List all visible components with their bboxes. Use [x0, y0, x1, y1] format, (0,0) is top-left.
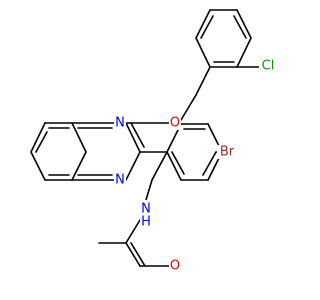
bond-line	[130, 122, 145, 148]
bond-line	[202, 151, 217, 176]
atom-cl-label: Cl	[262, 59, 275, 74]
atom-br: Br	[217, 145, 237, 160]
bond-line	[180, 94, 197, 121]
bond-line	[233, 15, 247, 39]
bond-line	[71, 151, 87, 181]
atom-o-ether-label: O	[170, 116, 180, 131]
bond-line	[125, 151, 141, 181]
atom-o-carbonyl: O	[169, 259, 181, 274]
bond-line	[145, 179, 153, 201]
bond-line	[125, 242, 141, 267]
atom-o-carbonyl-label: O	[170, 259, 180, 274]
bond-line	[125, 219, 141, 244]
bond-line	[151, 151, 168, 181]
bond-line	[30, 151, 46, 181]
atom-nh: N H	[140, 200, 152, 230]
molecule-structure-diagram: N N O Cl Br N H O	[30, 9, 277, 274]
bond-line	[125, 122, 141, 153]
bond-line	[236, 37, 252, 68]
atom-nh-n-label: N	[141, 202, 151, 217]
atom-n1: N	[114, 116, 126, 131]
bond-line	[195, 66, 211, 96]
bond-line	[35, 131, 48, 153]
bond-line	[130, 242, 146, 267]
bond-line	[171, 151, 185, 175]
bond-line	[236, 9, 252, 39]
bond-line	[200, 15, 214, 39]
atom-nh-h-label: H	[141, 215, 151, 230]
atom-n1-label: N	[115, 116, 125, 131]
bond-line	[71, 122, 87, 153]
bonds	[30, 9, 260, 267]
atom-n4: N	[114, 173, 126, 188]
bond-line	[166, 151, 182, 181]
atom-o-ether: O	[169, 116, 181, 131]
atom-n4-label: N	[115, 173, 125, 188]
bond-line	[195, 9, 211, 39]
bond-line	[195, 37, 211, 68]
atom-labels: N N O Cl Br N H O	[114, 59, 277, 274]
atom-br-label: Br	[220, 145, 235, 160]
atom-cl: Cl	[259, 59, 277, 74]
bond-line	[30, 122, 46, 153]
